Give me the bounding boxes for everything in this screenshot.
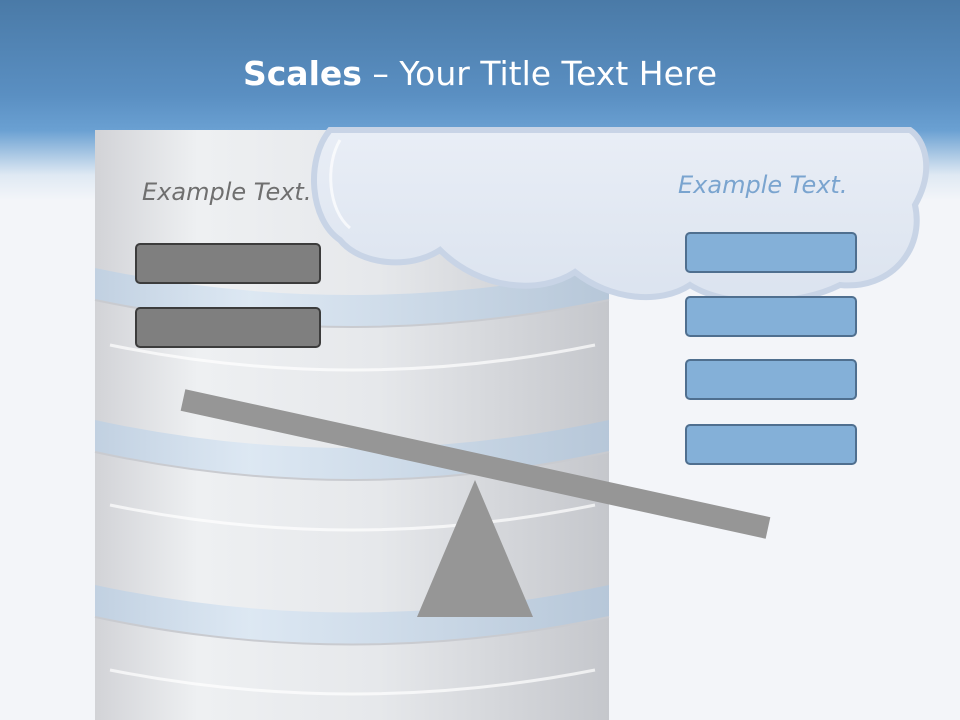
right-weight-box xyxy=(685,424,857,465)
fulcrum-triangle xyxy=(417,480,533,617)
left-weight-box xyxy=(135,307,321,348)
left-example-text: Example Text. xyxy=(142,178,312,206)
page-title: Scales – Your Title Text Here xyxy=(0,52,960,96)
right-weight-box xyxy=(685,296,857,337)
scale-beam xyxy=(180,389,771,539)
title-bold: Scales xyxy=(242,54,362,93)
left-weight-box xyxy=(135,243,321,284)
right-weight-box xyxy=(685,232,857,273)
title-rest: – Your Title Text Here xyxy=(361,54,718,93)
right-weight-box xyxy=(685,359,857,400)
right-example-text: Example Text. xyxy=(678,171,848,199)
